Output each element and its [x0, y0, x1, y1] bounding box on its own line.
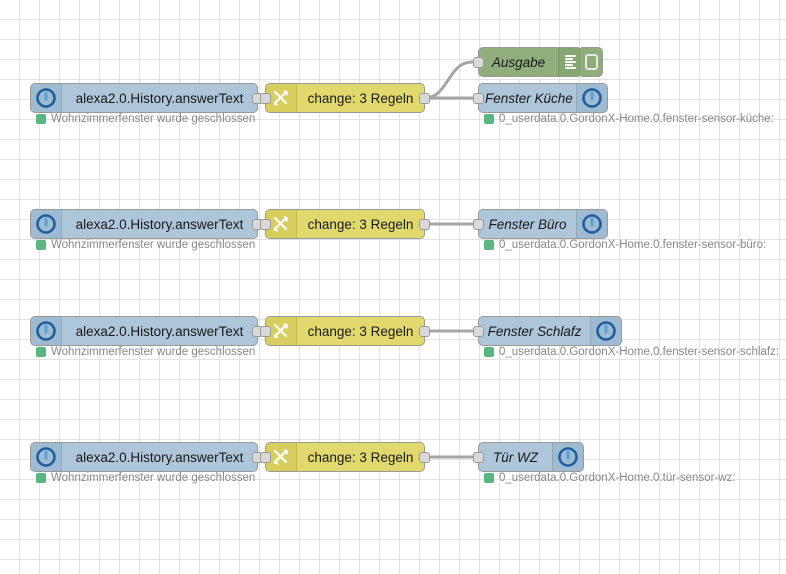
status-text: Wohnzimmerfenster wurde geschlossen [51, 472, 256, 484]
debug-toggle-indicator [585, 54, 598, 70]
debug-lines-icon [558, 48, 581, 76]
node-status: Wohnzimmerfenster wurde geschlossen [36, 113, 255, 125]
node-status: 0_userdata.0.GordonX-Home.0.tür-sensor-w… [484, 472, 736, 484]
status-text: Wohnzimmerfenster wurde geschlossen [51, 239, 256, 251]
output-port[interactable] [419, 219, 430, 230]
input-port[interactable] [473, 326, 484, 337]
input-port[interactable] [260, 326, 271, 337]
node-status: 0_userdata.0.GordonX-Home.0.fenster-sens… [484, 239, 766, 251]
node-iobroker-out[interactable]: Fenster Schlafz [473, 316, 622, 346]
change-swap-icon [266, 443, 297, 471]
status-text: 0_userdata.0.GordonX-Home.0.fenster-sens… [499, 346, 779, 358]
node-label: Ausgabe [491, 54, 546, 70]
iobroker-icon [31, 317, 62, 345]
node-label: alexa2.0.History.answerText [75, 449, 244, 465]
status-dot [484, 473, 494, 483]
iobroker-icon [31, 84, 62, 112]
node-label: change: 3 Regeln [307, 323, 414, 339]
node-label: Fenster Schlafz [487, 323, 582, 339]
node-label: Tür WZ [493, 449, 538, 465]
wire-change-debug-1 [423, 60, 474, 100]
status-dot [484, 114, 494, 124]
node-iobroker-in[interactable]: alexa2.0.History.answerText [30, 209, 263, 239]
node-iobroker-out[interactable]: Tür WZ [473, 442, 584, 472]
status-dot [36, 473, 46, 483]
node-label: Fenster Küche [485, 90, 573, 106]
node-iobroker-in[interactable]: alexa2.0.History.answerText [30, 83, 263, 113]
node-status: Wohnzimmerfenster wurde geschlossen [36, 239, 255, 251]
node-iobroker-in[interactable]: alexa2.0.History.answerText [30, 316, 263, 346]
node-label: change: 3 Regeln [307, 449, 414, 465]
input-port[interactable] [473, 219, 484, 230]
node-change[interactable]: change: 3 Regeln [260, 316, 430, 346]
node-status: 0_userdata.0.GordonX-Home.0.fenster-sens… [484, 113, 774, 125]
iobroker-icon [576, 210, 607, 238]
status-dot [36, 347, 46, 357]
input-port[interactable] [473, 57, 484, 68]
change-swap-icon [266, 84, 297, 112]
node-iobroker-in[interactable]: alexa2.0.History.answerText [30, 442, 263, 472]
node-status: Wohnzimmerfenster wurde geschlossen [36, 346, 255, 358]
output-port[interactable] [419, 326, 430, 337]
node-label: Fenster Büro [488, 216, 567, 232]
status-text: 0_userdata.0.GordonX-Home.0.fenster-sens… [499, 239, 767, 251]
node-change[interactable]: change: 3 Regeln [260, 209, 430, 239]
node-label: change: 3 Regeln [307, 216, 414, 232]
status-text: 0_userdata.0.GordonX-Home.0.fenster-sens… [499, 113, 774, 125]
node-change[interactable]: change: 3 Regeln [260, 83, 430, 113]
iobroker-icon [590, 317, 621, 345]
node-status: Wohnzimmerfenster wurde geschlossen [36, 472, 255, 484]
input-port[interactable] [260, 452, 271, 463]
iobroker-icon [31, 210, 62, 238]
node-label: alexa2.0.History.answerText [75, 216, 244, 232]
node-change[interactable]: change: 3 Regeln [260, 442, 430, 472]
output-port[interactable] [419, 452, 430, 463]
status-text: 0_userdata.0.GordonX-Home.0.tür-sensor-w… [499, 472, 736, 484]
change-swap-icon [266, 317, 297, 345]
input-port[interactable] [260, 93, 271, 104]
output-port[interactable] [419, 93, 430, 104]
debug-toggle-button-icon[interactable] [581, 47, 603, 77]
node-status: 0_userdata.0.GordonX-Home.0.fenster-sens… [484, 346, 779, 358]
status-dot [36, 240, 46, 250]
node-label: alexa2.0.History.answerText [75, 90, 244, 106]
node-label: alexa2.0.History.answerText [75, 323, 244, 339]
status-text: Wohnzimmerfenster wurde geschlossen [51, 113, 256, 125]
input-port[interactable] [260, 219, 271, 230]
status-dot [36, 114, 46, 124]
node-iobroker-out[interactable]: Fenster Büro [473, 209, 608, 239]
status-dot [484, 347, 494, 357]
input-port[interactable] [473, 452, 484, 463]
iobroker-icon [576, 84, 607, 112]
iobroker-icon [31, 443, 62, 471]
node-iobroker-out[interactable]: Fenster Küche [473, 83, 608, 113]
change-swap-icon [266, 210, 297, 238]
status-dot [484, 240, 494, 250]
iobroker-icon [552, 443, 583, 471]
status-text: Wohnzimmerfenster wurde geschlossen [51, 346, 256, 358]
input-port[interactable] [473, 93, 484, 104]
node-debug[interactable]: Ausgabe [473, 47, 603, 77]
node-label: change: 3 Regeln [307, 90, 414, 106]
